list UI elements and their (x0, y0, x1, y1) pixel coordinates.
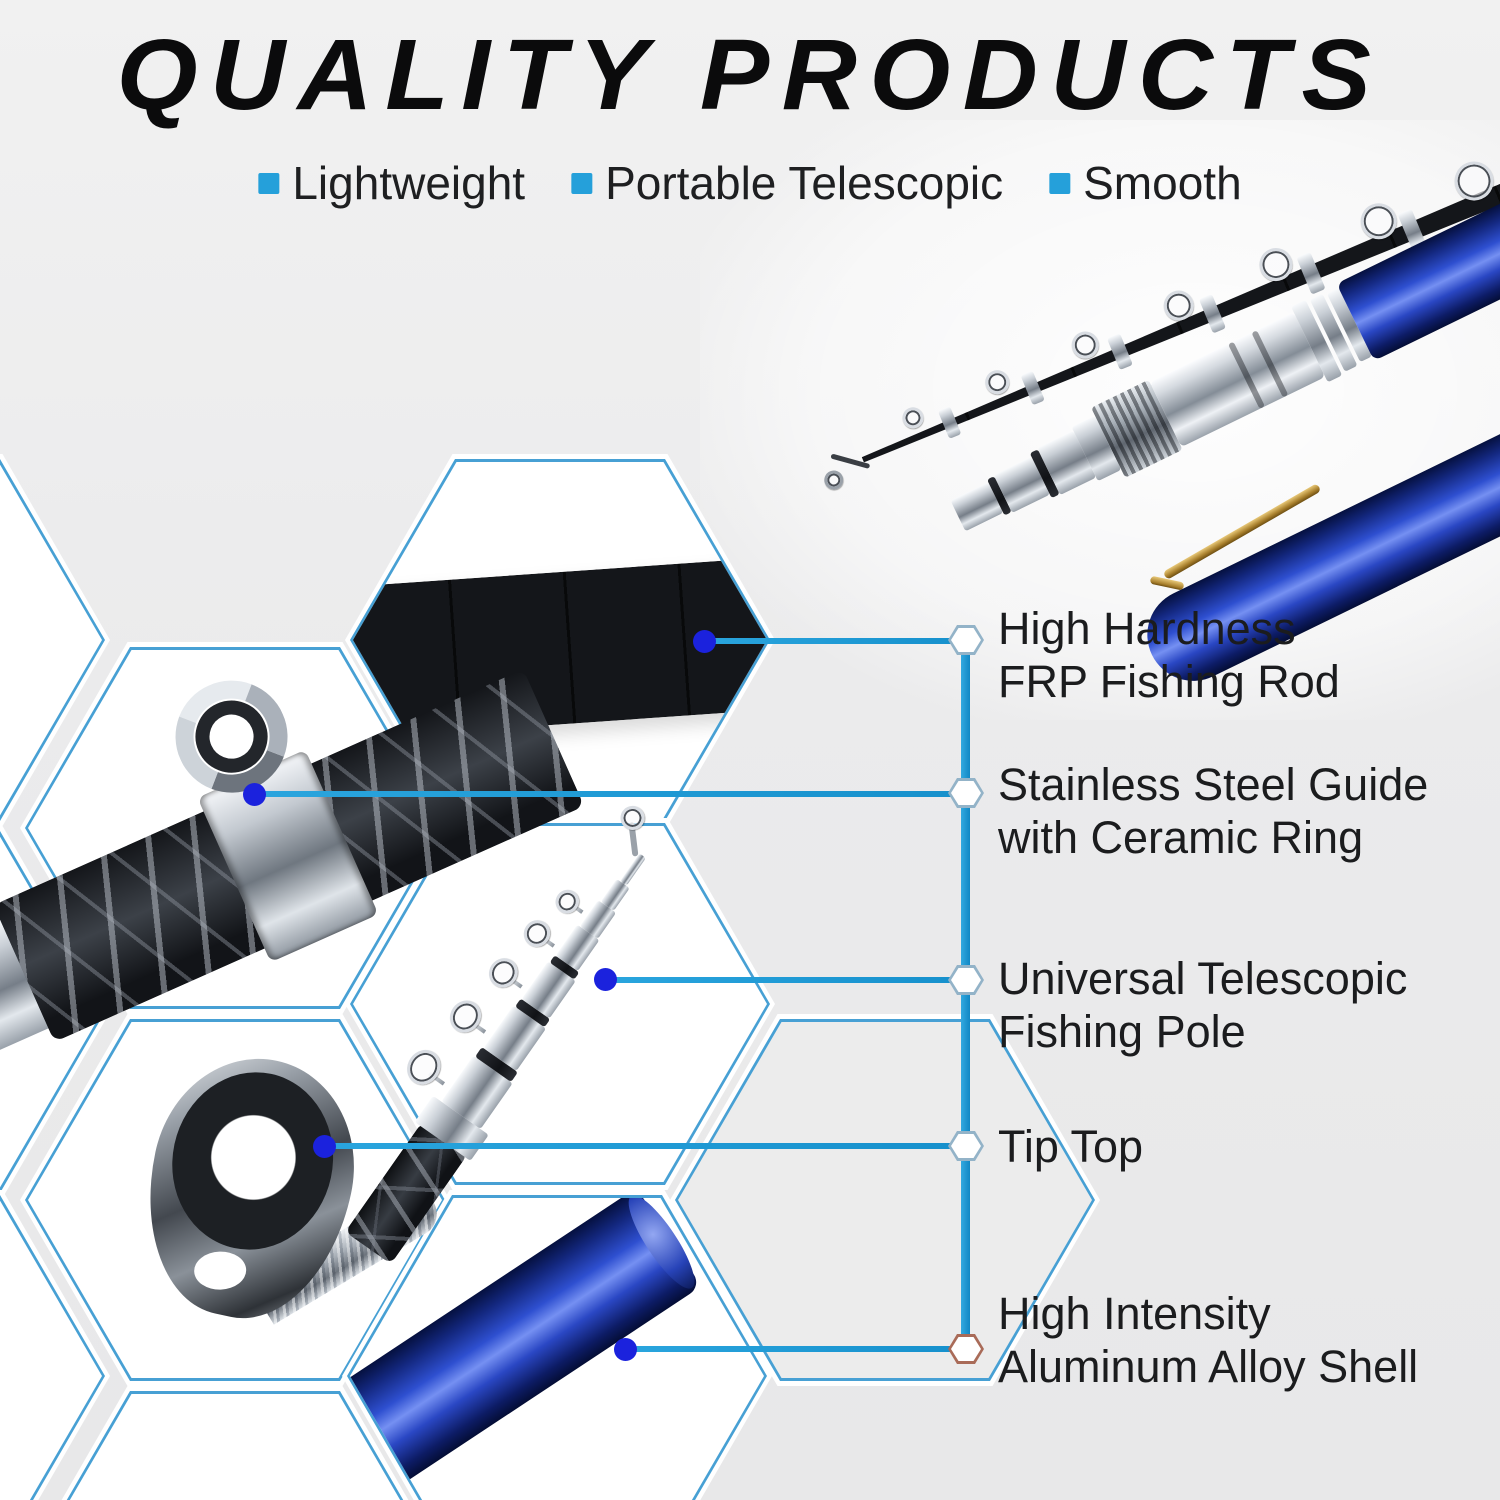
callout-line-4 (324, 1143, 964, 1149)
hexagon-frame-shell (342, 1190, 772, 1500)
feature-list: Lightweight Portable Telescopic Smooth (258, 156, 1242, 210)
guide-ring-icon (518, 915, 556, 953)
feature-label: Lightweight (292, 157, 526, 209)
hexagon-frame-empty (0, 454, 110, 826)
page-title: QUALITY PRODUCTS (116, 19, 1384, 131)
guide-ring-icon (550, 885, 584, 919)
callout-line-text: Stainless Steel Guide (998, 759, 1429, 810)
guide-ring-icon (483, 952, 524, 994)
callout-dot-tiptop (313, 1135, 336, 1158)
callout-label-guide: Stainless Steel Guide with Ceramic Ring (998, 758, 1428, 864)
callout-line-text: High Intensity (998, 1288, 1271, 1339)
bullet-square-icon (571, 172, 593, 194)
callout-line-text: Fishing Pole (998, 1006, 1246, 1057)
callout-line-text: with Ceramic Ring (998, 812, 1364, 863)
callout-dot-shell (614, 1338, 637, 1361)
feature-item-portable: Portable Telescopic (571, 156, 1003, 210)
callout-label-pole: Universal Telescopic Fishing Pole (998, 952, 1407, 1058)
bullet-square-icon (1049, 172, 1071, 194)
callout-dot-guide (243, 783, 266, 806)
callout-line-text: Aluminum Alloy Shell (998, 1341, 1419, 1392)
callout-line-3 (605, 977, 964, 983)
callout-line-text: Universal Telescopic (998, 953, 1408, 1004)
callout-dot-rod (693, 630, 716, 653)
feature-label: Portable Telescopic (605, 157, 1004, 209)
callout-line-text: High Hardness (998, 603, 1296, 654)
callout-line-5 (625, 1346, 964, 1352)
callout-line-2 (254, 791, 964, 797)
feature-label: Smooth (1083, 157, 1242, 209)
callout-spine-line (961, 640, 970, 1350)
callout-line-1 (704, 638, 964, 644)
callout-node-icon (948, 1131, 984, 1161)
guide-ring-icon (899, 404, 927, 432)
callout-node-icon (948, 1334, 984, 1364)
callout-node-icon (948, 965, 984, 995)
callout-node-icon (948, 625, 984, 655)
callout-dot-pole (594, 968, 617, 991)
callout-label-shell: High Intensity Aluminum Alloy Shell (998, 1287, 1418, 1393)
pole-tip (619, 853, 647, 886)
callout-node-icon (948, 778, 984, 808)
feature-item-smooth: Smooth (1049, 156, 1242, 210)
hexagon-frame-outline (670, 1014, 1100, 1386)
callout-line-text: Tip Top (998, 1121, 1144, 1172)
callout-label-tiptop: Tip Top (998, 1120, 1143, 1173)
bullet-square-icon (258, 172, 280, 194)
callout-line-text: FRP Fishing Rod (998, 656, 1340, 707)
callout-label-rod: High Hardness FRP Fishing Rod (998, 602, 1340, 708)
eyelet-inner-ring (184, 689, 280, 785)
feature-item-lightweight: Lightweight (258, 156, 525, 210)
